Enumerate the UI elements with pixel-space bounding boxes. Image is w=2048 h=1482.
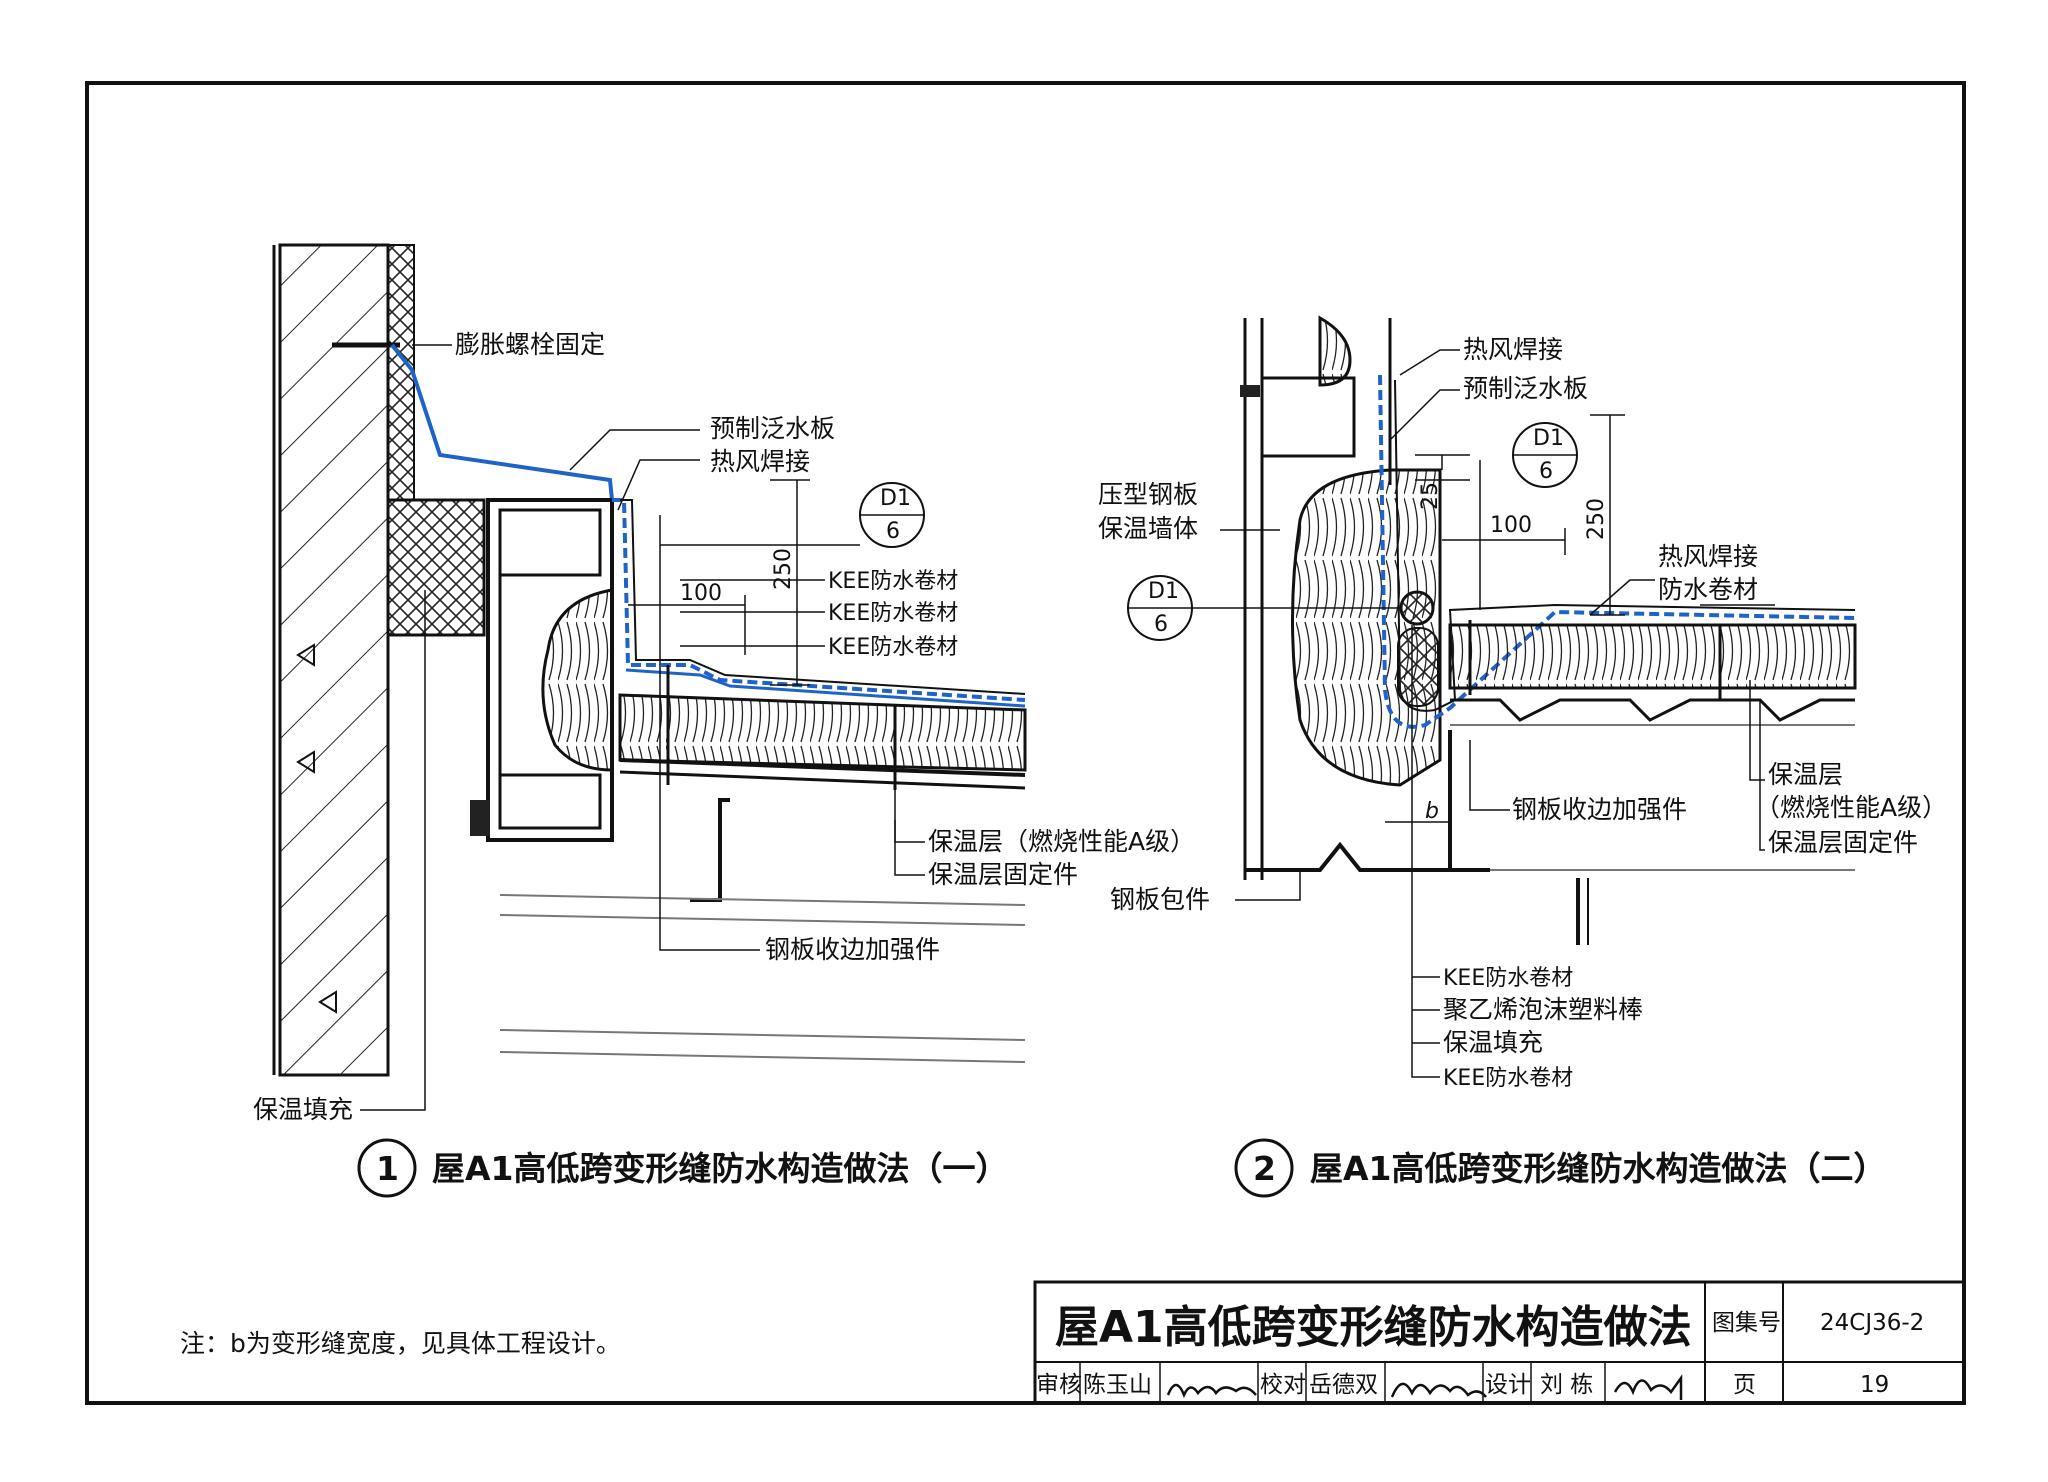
label-insulation-fixer-1: 保温层固定件 xyxy=(928,860,1078,889)
pe-foam-rod xyxy=(1399,590,1435,626)
dim-250-d1: 250 xyxy=(771,548,796,590)
label-insulation-2b: （燃烧性能A级） xyxy=(1755,793,1947,822)
atlas-label: 图集号 xyxy=(1712,1310,1781,1336)
checker-signature xyxy=(1390,1382,1487,1398)
label-kee-a: KEE防水卷材 xyxy=(1443,966,1573,991)
label-hot-air-weld-2a: 热风焊接 xyxy=(1463,335,1563,364)
label-kee-1: KEE防水卷材 xyxy=(828,569,958,594)
detail-2-title: 屋A1高低跨变形缝防水构造做法（二） xyxy=(1310,1149,1887,1188)
label-kee-b: KEE防水卷材 xyxy=(1443,1066,1573,1091)
label-insulation-1: 保温层（燃烧性能A级） xyxy=(928,827,1195,856)
ref-bottom-d2b: 6 xyxy=(1154,612,1168,637)
label-steel-wrap: 钢板包件 xyxy=(1110,885,1210,914)
label-hot-air-weld-2b: 热风焊接 xyxy=(1658,542,1758,571)
review-label: 审核 xyxy=(1036,1372,1082,1398)
label-insulation-2a: 保温层 xyxy=(1768,760,1843,789)
reviewer-signature xyxy=(1166,1383,1257,1399)
checker-name: 岳德双 xyxy=(1309,1372,1378,1398)
dim-100-d1: 100 xyxy=(680,581,722,606)
detail-1-drawing xyxy=(272,243,1027,1111)
ref-bottom-d2a: 6 xyxy=(1539,459,1553,484)
sheet-border xyxy=(85,81,1966,1405)
label-membrane-2: 防水卷材 xyxy=(1658,575,1758,604)
ref-bottom-d1: 6 xyxy=(886,519,900,544)
steel-wrap xyxy=(1245,841,1450,872)
detail-1-title: 屋A1高低跨变形缝防水构造做法（一） xyxy=(432,1149,1009,1188)
label-wall-1: 压型钢板 xyxy=(1098,480,1198,509)
label-pe-rod: 聚乙烯泡沫塑料棒 xyxy=(1443,995,1643,1024)
detail-2-number: 2 xyxy=(1253,1149,1276,1188)
dim-100-d2: 100 xyxy=(1490,513,1532,538)
dim-250-d2: 250 xyxy=(1584,498,1609,540)
label-steel-edge-1: 钢板收边加强件 xyxy=(765,935,940,964)
label-expansion-bolt: 膨胀螺栓固定 xyxy=(455,330,605,359)
page-label: 页 xyxy=(1733,1372,1756,1398)
check-label: 校对 xyxy=(1260,1372,1306,1398)
detail-1-number-circle xyxy=(357,1138,417,1198)
label-wall-2: 保温墙体 xyxy=(1098,514,1198,543)
detail-2-number-circle xyxy=(1234,1138,1294,1198)
insulation-fill-block xyxy=(386,498,486,637)
detail-2-drawing xyxy=(1127,315,1857,1078)
designer-name: 刘 栋 xyxy=(1540,1372,1593,1398)
dim-b-d2: b xyxy=(1425,799,1439,824)
ref-top-d2a: D1 xyxy=(1533,426,1564,451)
design-label: 设计 xyxy=(1485,1372,1531,1398)
footnote: 注：b为变形缝宽度，见具体工程设计。 xyxy=(180,1329,621,1358)
label-flashing-2: 预制泛水板 xyxy=(1463,374,1588,403)
designer-signature xyxy=(1613,1374,1683,1400)
label-insulation-fixer-2: 保温层固定件 xyxy=(1768,828,1918,857)
label-insulation-fill-2: 保温填充 xyxy=(1443,1028,1543,1057)
label-insulation-fill-1: 保温填充 xyxy=(253,1095,353,1124)
ref-top-d1: D1 xyxy=(880,486,911,511)
label-kee-3: KEE防水卷材 xyxy=(828,635,958,660)
flashing-line xyxy=(390,343,614,501)
label-kee-2: KEE防水卷材 xyxy=(828,601,958,626)
concrete-wall xyxy=(278,243,390,1077)
label-hot-air-weld-1: 热风焊接 xyxy=(710,447,810,476)
reviewer-name: 陈玉山 xyxy=(1083,1372,1152,1398)
ref-top-d2b: D1 xyxy=(1148,579,1179,604)
title-block xyxy=(1033,1280,1966,1405)
label-flashing-1: 预制泛水板 xyxy=(710,414,835,443)
label-steel-edge-2: 钢板收边加强件 xyxy=(1512,795,1687,824)
dim-25-d2: 25 xyxy=(1418,482,1443,510)
atlas-number: 24CJ36-2 xyxy=(1820,1310,1924,1336)
detail-1-number: 1 xyxy=(376,1149,399,1188)
title-block-title: 屋A1高低跨变形缝防水构造做法 xyxy=(1055,1302,1692,1353)
page-number: 19 xyxy=(1860,1372,1889,1398)
